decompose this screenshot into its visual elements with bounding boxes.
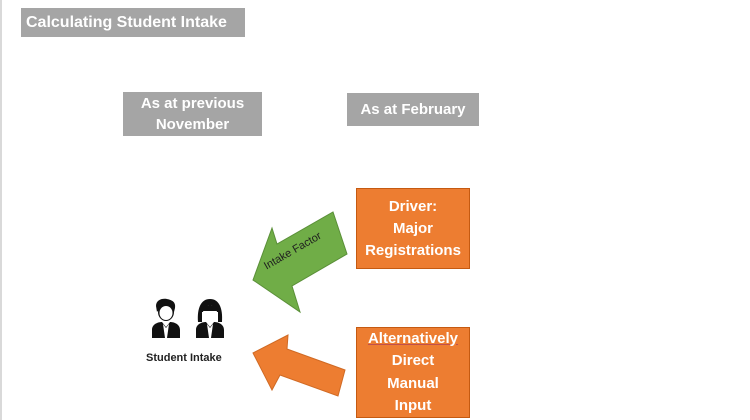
- manual-input-arrow: [252, 334, 346, 397]
- driver-line: Major: [392, 219, 433, 237]
- column-header-february: As at February: [347, 93, 479, 126]
- boy-student-icon: [152, 298, 180, 338]
- diagram-title: Calculating Student Intake: [21, 8, 245, 37]
- driver-line: Registrations: [365, 241, 461, 259]
- driver-line: Driver:: [388, 197, 438, 215]
- student-icons: [152, 298, 224, 338]
- manual-input-box: Alternatively Direct Manual Input: [356, 327, 470, 418]
- intake-factor-arrow: [252, 211, 348, 314]
- girl-student-icon: [196, 299, 224, 338]
- page-left-border: [0, 0, 2, 420]
- manual-line: Manual: [387, 374, 439, 392]
- manual-line: Direct: [391, 352, 435, 369]
- student-intake-label: Student Intake: [146, 352, 222, 364]
- driver-box: Driver: Major Registrations: [356, 188, 470, 269]
- manual-line: Input: [394, 397, 432, 414]
- manual-line: Alternatively: [367, 329, 459, 347]
- column-header-previous-november: As at previous November: [123, 92, 262, 136]
